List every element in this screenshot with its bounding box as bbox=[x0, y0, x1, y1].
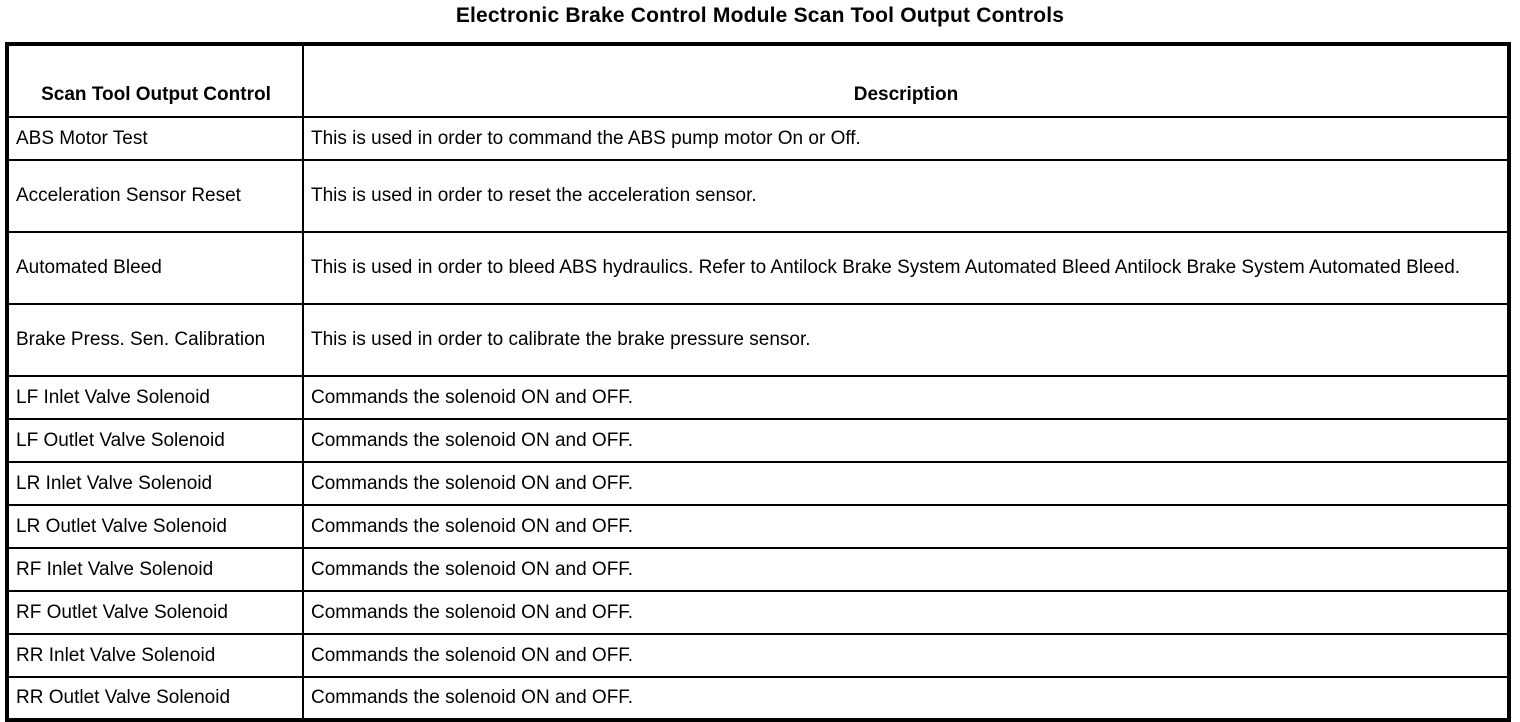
description-cell: This is used in order to bleed ABS hydra… bbox=[302, 231, 1510, 305]
table-row: LR Outlet Valve Solenoid Commands the so… bbox=[6, 504, 1510, 549]
table-row: RF Inlet Valve Solenoid Commands the sol… bbox=[6, 547, 1510, 592]
table-row: LR Inlet Valve Solenoid Commands the sol… bbox=[6, 461, 1510, 506]
page-title: Electronic Brake Control Module Scan Too… bbox=[455, 4, 1065, 27]
description-cell: Commands the solenoid ON and OFF. bbox=[302, 418, 1510, 463]
control-cell: RR Inlet Valve Solenoid bbox=[6, 633, 304, 678]
table-row: Automated Bleed This is used in order to… bbox=[6, 231, 1510, 305]
table-row: RF Outlet Valve Solenoid Commands the so… bbox=[6, 590, 1510, 635]
table-row: ABS Motor Test This is used in order to … bbox=[6, 116, 1510, 161]
table-row: Acceleration Sensor Reset This is used i… bbox=[6, 159, 1510, 233]
control-cell: Brake Press. Sen. Calibration bbox=[6, 303, 304, 377]
description-cell: Commands the solenoid ON and OFF. bbox=[302, 590, 1510, 635]
control-cell: RR Outlet Valve Solenoid bbox=[6, 676, 304, 721]
description-cell: Commands the solenoid ON and OFF. bbox=[302, 461, 1510, 506]
description-cell: This is used in order to calibrate the b… bbox=[302, 303, 1510, 377]
table-row: Brake Press. Sen. Calibration This is us… bbox=[6, 303, 1510, 377]
control-cell: LF Inlet Valve Solenoid bbox=[6, 375, 304, 420]
table-row: LF Outlet Valve Solenoid Commands the so… bbox=[6, 418, 1510, 463]
description-cell: Commands the solenoid ON and OFF. bbox=[302, 547, 1510, 592]
description-cell: Commands the solenoid ON and OFF. bbox=[302, 504, 1510, 549]
control-cell: RF Outlet Valve Solenoid bbox=[6, 590, 304, 635]
control-cell: LF Outlet Valve Solenoid bbox=[6, 418, 304, 463]
table-row: LF Inlet Valve Solenoid Commands the sol… bbox=[6, 375, 1510, 420]
table-row: RR Outlet Valve Solenoid Commands the so… bbox=[6, 676, 1510, 721]
table-row: RR Inlet Valve Solenoid Commands the sol… bbox=[6, 633, 1510, 678]
description-cell: Commands the solenoid ON and OFF. bbox=[302, 633, 1510, 678]
column-header-control: Scan Tool Output Control bbox=[6, 43, 304, 118]
control-cell: ABS Motor Test bbox=[6, 116, 304, 161]
description-cell: Commands the solenoid ON and OFF. bbox=[302, 375, 1510, 420]
control-cell: Acceleration Sensor Reset bbox=[6, 159, 304, 233]
control-cell: RF Inlet Valve Solenoid bbox=[6, 547, 304, 592]
control-cell: LR Inlet Valve Solenoid bbox=[6, 461, 304, 506]
control-cell: LR Outlet Valve Solenoid bbox=[6, 504, 304, 549]
description-cell: This is used in order to command the ABS… bbox=[302, 116, 1510, 161]
scan-tool-output-controls-table: Scan Tool Output Control Description ABS… bbox=[5, 42, 1511, 722]
description-cell: This is used in order to reset the accel… bbox=[302, 159, 1510, 233]
control-cell: Automated Bleed bbox=[6, 231, 304, 305]
table-header-row: Scan Tool Output Control Description bbox=[6, 43, 1510, 118]
description-cell: Commands the solenoid ON and OFF. bbox=[302, 676, 1510, 721]
column-header-description: Description bbox=[302, 43, 1510, 118]
